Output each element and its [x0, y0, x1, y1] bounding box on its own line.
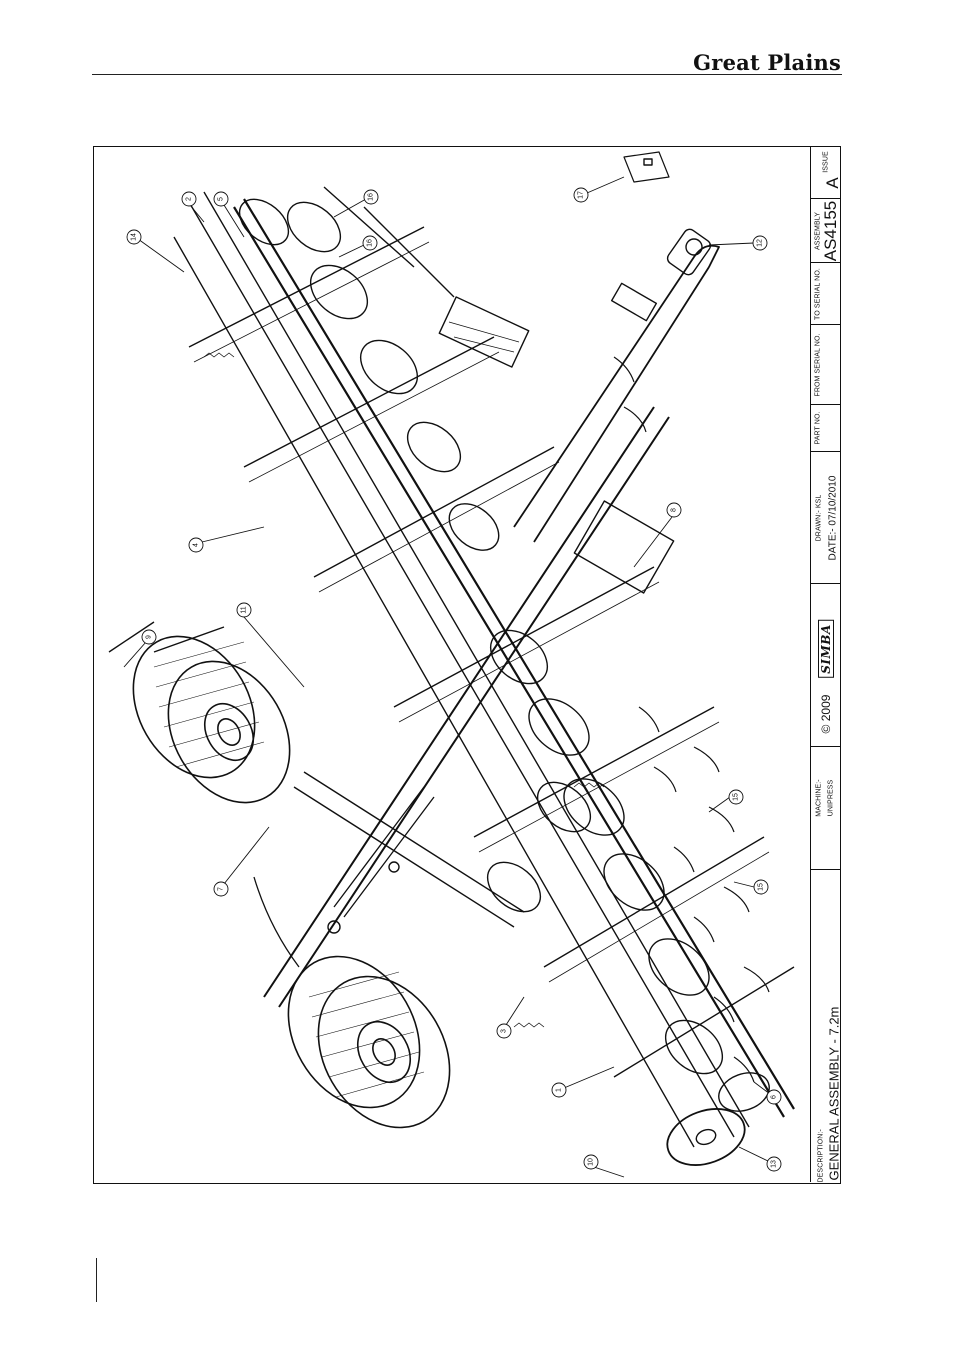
description-value: GENERAL ASSEMBLY - 7.2m [827, 1007, 842, 1181]
callout-label: 15 [733, 793, 740, 801]
to-serial-cell: TO SERIAL NO. [811, 263, 841, 325]
callout-label: 5 [218, 197, 225, 201]
callout-label: 4 [193, 543, 200, 547]
simba-logo: SIMBA [817, 620, 835, 678]
assembly-cell: ASSEMBLY AS4155 [811, 199, 841, 263]
machine-value: UNIPRESS [828, 780, 835, 817]
callout-label: 9 [146, 635, 153, 639]
footer-rule [96, 1258, 97, 1302]
description-cell: DESCRIPTION:- GENERAL ASSEMBLY - 7.2m [811, 870, 841, 1182]
brand-logo: Great Plains [693, 50, 841, 75]
part-no-label: PART NO. [815, 411, 822, 444]
part-no-cell: PART NO. [811, 405, 841, 452]
drawing-date: DATE:- 07/10/2010 [828, 475, 839, 560]
to-serial-label: TO SERIAL NO. [815, 268, 822, 320]
title-block: ISSUE A ASSEMBLY AS4155 TO SERIAL NO. FR… [810, 147, 841, 1182]
machine-label: MACHINE:- [816, 780, 823, 817]
assembly-number: AS4155 [821, 200, 841, 261]
callout-label: 2 [186, 197, 193, 201]
callout-label: 3 [501, 1029, 508, 1033]
issue-value: A [823, 177, 843, 188]
callout-label: 14 [131, 233, 138, 241]
callout-label: 7 [218, 887, 225, 891]
callout-label: 12 [757, 239, 764, 247]
callout-label: 13 [771, 1160, 778, 1168]
drawn-date-cell: DRAWN:- KSL DATE:- 07/10/2010 [811, 452, 841, 584]
machine-illustration [109, 152, 794, 1175]
from-serial-label: FROM SERIAL NO. [815, 333, 822, 396]
callout-label: 10 [588, 1158, 595, 1166]
logo-cell: SIMBA © 2009 [811, 584, 841, 747]
callout-label: 16 [367, 239, 374, 247]
machine-cell: MACHINE:- UNIPRESS [811, 747, 841, 870]
callout-label: 6 [771, 1095, 778, 1099]
assembly-drawing: 1 2 3 4 5 6 7 8 9 10 11 12 13 14 15 15 1… [94, 147, 810, 1182]
callout-balloons [124, 177, 781, 1177]
issue-label: ISSUE [823, 152, 830, 174]
callout-label: 8 [671, 508, 678, 512]
callout-label: 16 [368, 193, 375, 201]
callout-label: 1 [556, 1088, 563, 1092]
callout-label: 11 [241, 606, 248, 613]
issue-cell: ISSUE A [811, 147, 841, 199]
from-serial-cell: FROM SERIAL NO. [811, 325, 841, 405]
callout-label: 17 [578, 191, 585, 199]
copyright: © 2009 [819, 694, 833, 733]
description-label: DESCRIPTION:- [818, 1129, 825, 1182]
drawing-sheet: 1 2 3 4 5 6 7 8 9 10 11 12 13 14 15 15 1… [93, 146, 841, 1184]
callout-label: 15 [758, 883, 765, 891]
drawn-by: DRAWN:- KSL [816, 494, 823, 541]
header-rule [92, 74, 842, 75]
